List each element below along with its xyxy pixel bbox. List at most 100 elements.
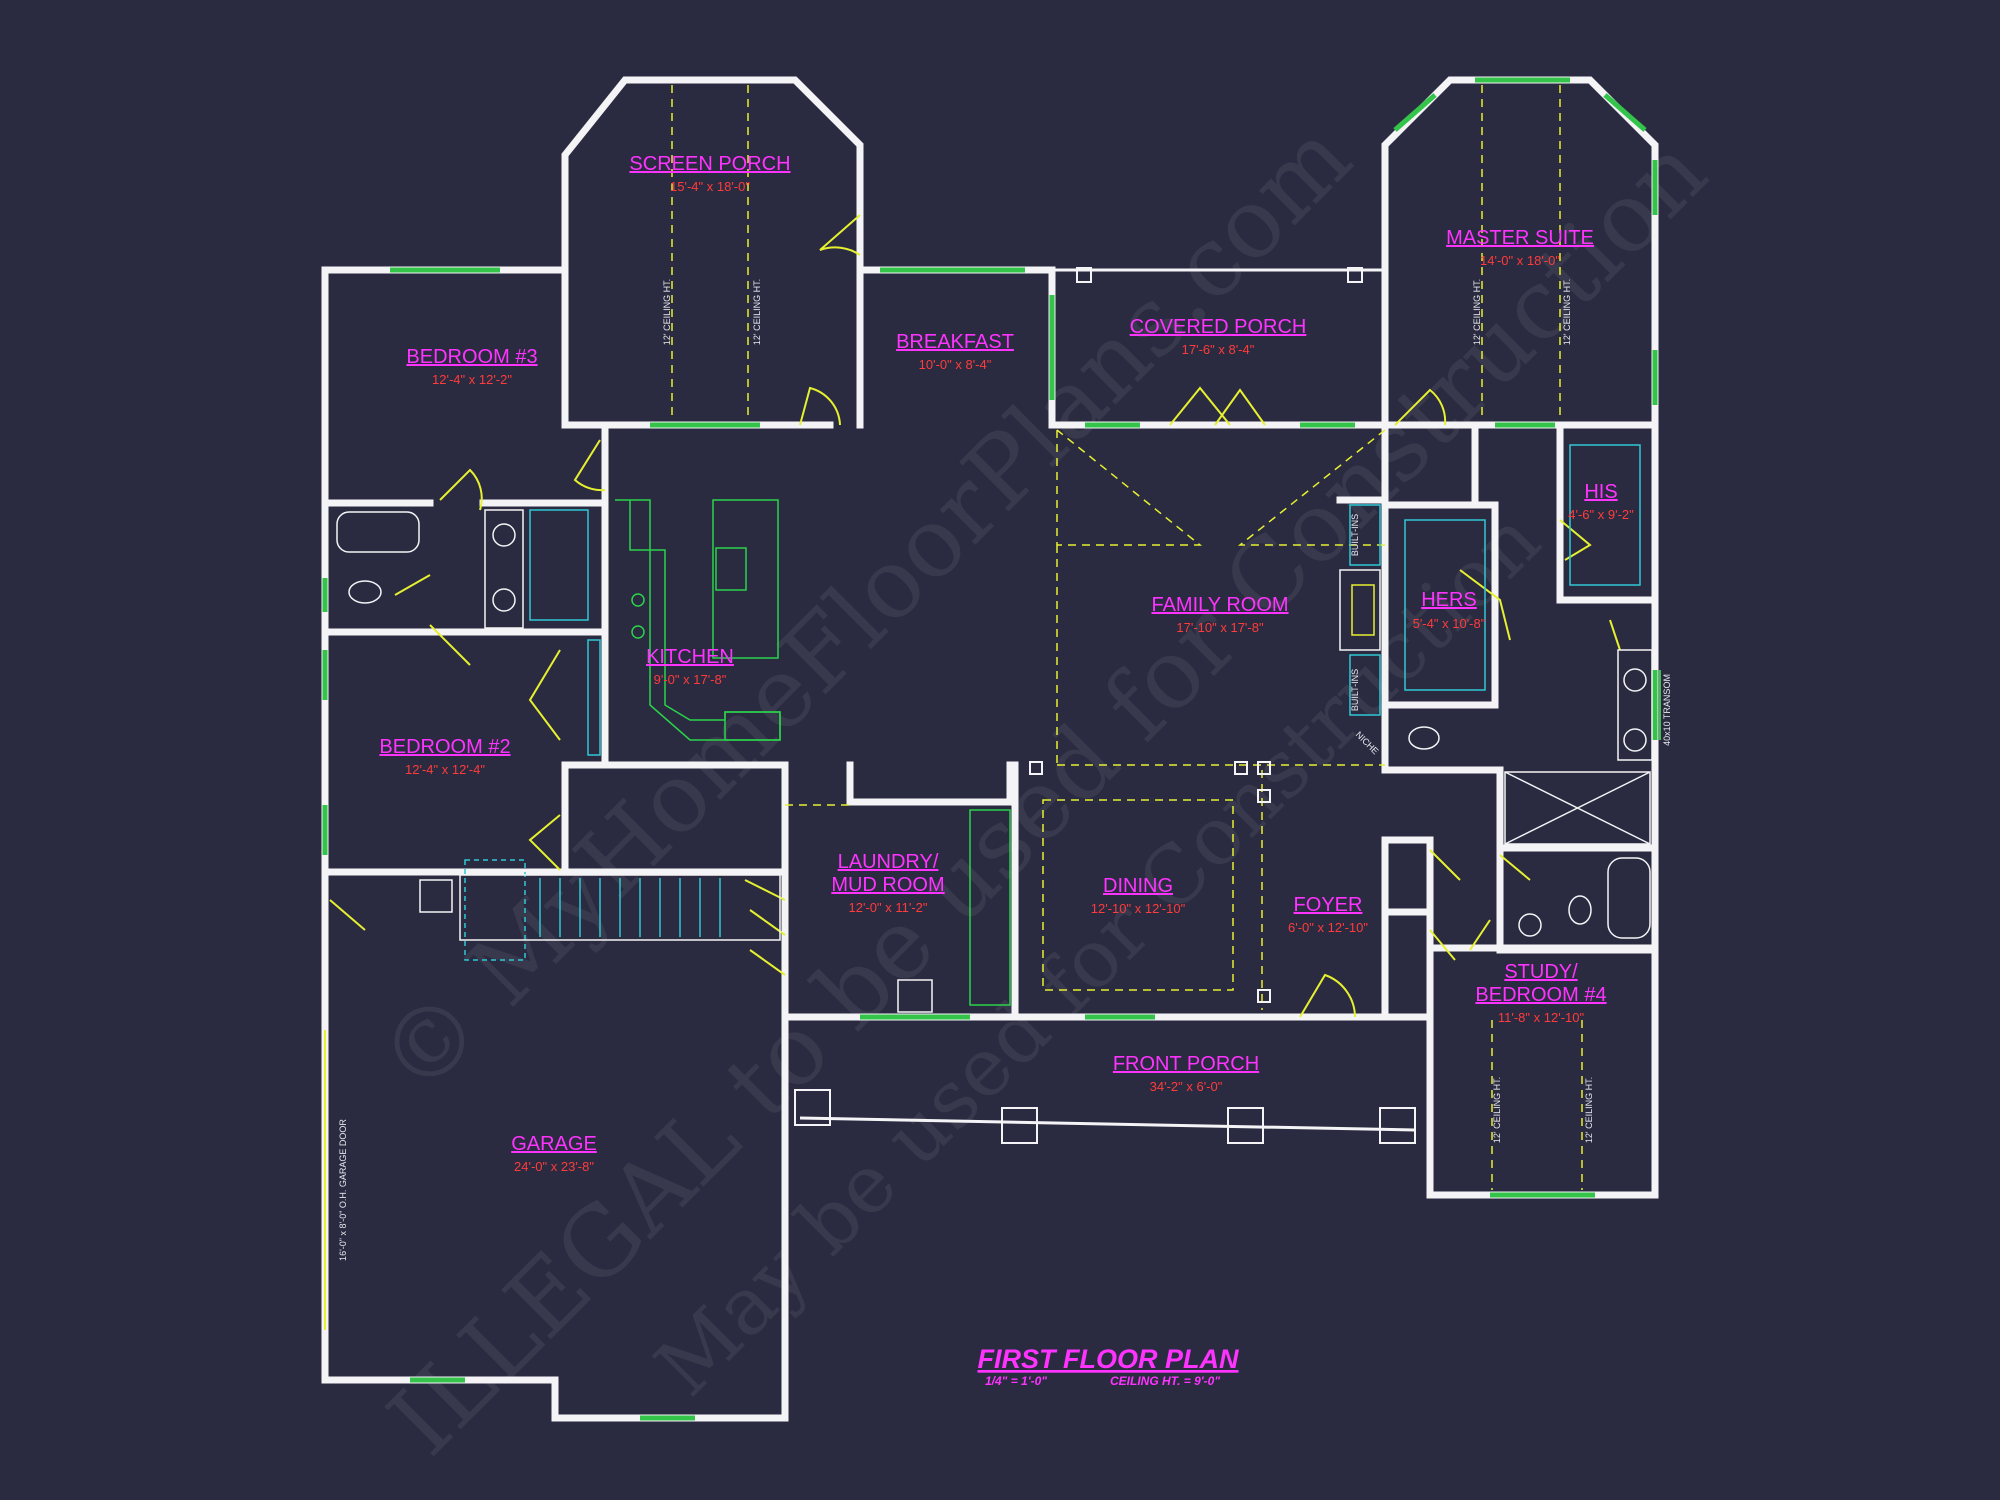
family-beam-2 bbox=[1237, 429, 1386, 546]
door-bath bbox=[1469, 854, 1531, 951]
garage-dim: 24'-0" x 23'-8" bbox=[514, 1159, 594, 1174]
cooktop-2 bbox=[631, 625, 645, 639]
door-laundry bbox=[744, 879, 786, 936]
island bbox=[712, 499, 779, 659]
door-mudroom bbox=[749, 949, 786, 976]
hers-dim: 5'-4" x 10'-8" bbox=[1413, 616, 1486, 631]
post-3 bbox=[1227, 1107, 1264, 1144]
dining-dim: 12'-10" x 12'-10" bbox=[1091, 901, 1186, 916]
sink bbox=[715, 547, 747, 591]
post-1 bbox=[794, 1089, 831, 1126]
door-screen-porch bbox=[819, 214, 861, 256]
windows bbox=[322, 77, 1661, 1421]
kitchen-cabinets bbox=[615, 499, 781, 741]
laundry-label-2: MUD ROOM bbox=[831, 874, 944, 896]
front-porch-edge bbox=[799, 1116, 1416, 1132]
door-master bbox=[1394, 388, 1447, 426]
front-porch-label: FRONT PORCH bbox=[1113, 1053, 1259, 1075]
door-bed2 bbox=[528, 649, 561, 741]
transom-note: 40x10 TRANSOM bbox=[1662, 674, 1672, 746]
ceiling-note-3: 12' CEILING HT. bbox=[1472, 279, 1482, 345]
his-dim: 4'-6" x 9'-2" bbox=[1568, 507, 1634, 522]
family-room-label: FAMILY ROOM bbox=[1151, 594, 1288, 616]
door-bed3 bbox=[573, 439, 606, 492]
covered-porch-label: COVERED PORCH bbox=[1130, 316, 1307, 338]
plan-title-block: FIRST FLOOR PLAN 1/4" = 1'-0" CEILING HT… bbox=[978, 1344, 1239, 1388]
door-bath3-2 bbox=[394, 574, 471, 666]
sink-bath3-1 bbox=[492, 523, 516, 547]
laundry-counter bbox=[969, 809, 1011, 1006]
bedroom3-label: BEDROOM #3 bbox=[406, 346, 537, 368]
master-shower bbox=[1504, 771, 1651, 845]
ceiling-note-5: 12' CEILING HT. bbox=[1492, 1077, 1502, 1143]
stair-outline bbox=[459, 874, 781, 941]
pantry bbox=[846, 761, 1014, 806]
foyer-dim: 6'-0" x 12'-10" bbox=[1288, 920, 1368, 935]
col-1 bbox=[1029, 761, 1043, 775]
window-master-nw bbox=[1393, 93, 1437, 132]
porch-posts bbox=[794, 267, 1416, 1144]
col-5 bbox=[1257, 989, 1271, 1003]
family-room-dim: 17'-10" x 17'-8" bbox=[1176, 620, 1264, 635]
door-front bbox=[1299, 973, 1356, 1018]
master-vanity bbox=[1617, 649, 1653, 761]
col-3 bbox=[1257, 761, 1271, 775]
fireplace bbox=[1339, 569, 1381, 651]
bedroom3-dim: 12'-4" x 12'-2" bbox=[432, 372, 512, 387]
toilet-bath3 bbox=[348, 580, 382, 604]
screen-porch-label: SCREEN PORCH bbox=[629, 153, 790, 175]
plan-ceiling: CEILING HT. = 9'-0" bbox=[1110, 1374, 1220, 1388]
kitchen-dim: 9'-0" x 17'-8" bbox=[654, 672, 727, 687]
door-bath3 bbox=[439, 468, 483, 511]
bedroom2-label: BEDROOM #2 bbox=[379, 736, 510, 758]
post-2 bbox=[1001, 1107, 1038, 1144]
screen-porch-dim: 15'-4" x 18'-0" bbox=[670, 179, 750, 194]
breakfast-dim: 10'-0" x 8'-4" bbox=[919, 357, 992, 372]
col-4 bbox=[1257, 789, 1271, 803]
bath4-toilet bbox=[1568, 895, 1592, 925]
kitchen-label: KITCHEN bbox=[646, 646, 734, 668]
built-ins-note-2: BUILT-INS bbox=[1350, 669, 1360, 711]
foyer-closet bbox=[1381, 836, 1434, 1019]
built-ins-2 bbox=[1349, 654, 1381, 716]
door-screen-porch-2 bbox=[799, 386, 841, 426]
covered-porch-dim: 17'-6" x 8'-4" bbox=[1182, 342, 1255, 357]
window-master-ne bbox=[1603, 93, 1647, 132]
laundry-dim: 12'-0" x 11'-2" bbox=[849, 900, 928, 915]
shower-x2 bbox=[1504, 771, 1651, 845]
cooktop-1 bbox=[631, 593, 645, 607]
ceiling-note-4: 12' CEILING HT. bbox=[1562, 279, 1572, 345]
door-hers bbox=[1459, 569, 1511, 641]
garage-label: GARAGE bbox=[511, 1133, 597, 1155]
cp-post-2 bbox=[1347, 267, 1363, 283]
screen-porch-wall bbox=[561, 76, 864, 429]
family-beam-1 bbox=[1056, 429, 1203, 546]
door-bath-2 bbox=[1609, 619, 1621, 651]
master-toilet bbox=[1408, 726, 1440, 750]
master-suite-dim: 14'-0" x 18'-0" bbox=[1480, 253, 1560, 268]
stairs bbox=[459, 874, 781, 941]
post-4 bbox=[1379, 1107, 1416, 1144]
laundry-label-1: LAUNDRY/ bbox=[838, 851, 939, 873]
bath4-sink bbox=[1518, 913, 1542, 937]
col-2 bbox=[1234, 761, 1248, 775]
ceiling-note-2: 12' CEILING HT. bbox=[752, 279, 762, 345]
built-ins-note-1: BUILT-INS bbox=[1350, 514, 1360, 556]
ceiling-lines bbox=[671, 85, 1583, 1190]
hall-shelf bbox=[587, 639, 601, 756]
plan-scale: 1/4" = 1'-0" bbox=[985, 1374, 1047, 1388]
built-ins-1 bbox=[1349, 504, 1381, 566]
sink-bath3-2 bbox=[492, 588, 516, 612]
cp-post-1 bbox=[1076, 267, 1092, 283]
garage-post bbox=[419, 879, 453, 913]
laundry-sink bbox=[897, 979, 933, 1013]
dining-tray bbox=[1042, 799, 1234, 991]
his-shelves bbox=[1569, 444, 1641, 586]
plan-title: FIRST FLOOR PLAN bbox=[978, 1344, 1239, 1374]
study-label-1: STUDY/ bbox=[1504, 961, 1578, 983]
dining-label: DINING bbox=[1103, 875, 1173, 897]
ceiling-note-1: 12' CEILING HT. bbox=[662, 279, 672, 345]
linen-closet bbox=[529, 509, 589, 621]
fridge bbox=[724, 711, 781, 741]
